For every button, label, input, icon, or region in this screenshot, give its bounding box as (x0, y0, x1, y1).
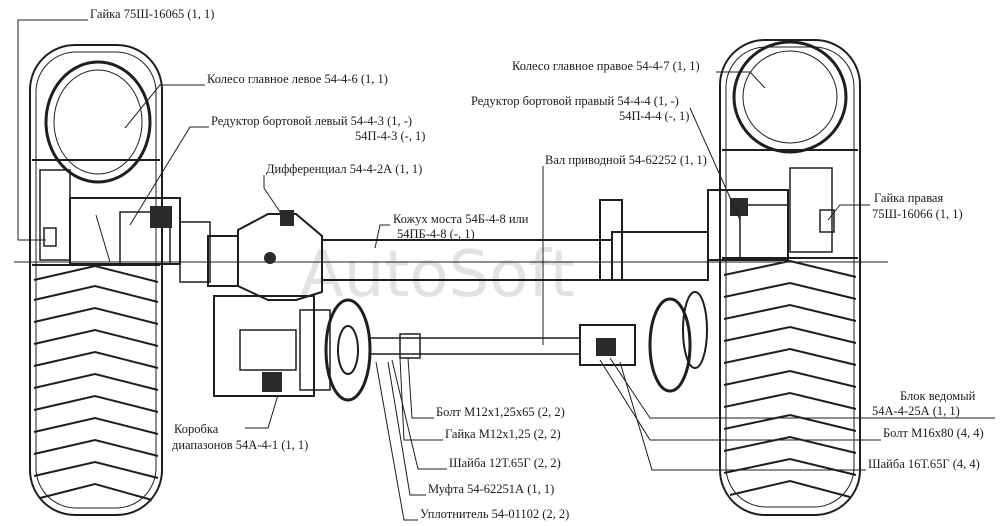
range-gearbox (213, 295, 331, 397)
label-reducer-right-alt: 54П-4-4 (-, 1) (619, 109, 689, 123)
label-shaft: Вал приводной 54-62252 (1, 1) (545, 153, 707, 167)
label-nut-m12: Гайка М12х1,25 (2, 2) (445, 427, 561, 441)
label-washer-12: Шайба 12Т.65Г (2, 2) (449, 456, 561, 470)
driven-block (579, 291, 708, 393)
right-axle-bracket (599, 199, 623, 281)
label-nut-right-alt: 75Ш-16066 (1, 1) (872, 207, 963, 221)
label-bolt-m16: Болт М16х80 (4, 4) (883, 426, 984, 440)
label-gearbox-alt: диапазонов 54А-4-1 (1, 1) (172, 438, 308, 452)
left-wheel (29, 44, 163, 516)
label-gearbox: Коробка (174, 422, 219, 436)
label-nut-left: Гайка 75Ш-16065 (1, 1) (90, 7, 214, 21)
label-coupling: Муфта 54-62251А (1, 1) (428, 482, 554, 496)
right-wheel (719, 39, 861, 516)
label-reducer-left: Редуктор бортовой левый 54-4-3 (1, -) (211, 114, 412, 128)
label-nut-right: Гайка правая (874, 191, 943, 205)
leader-lines (17, 19, 995, 521)
coupling-body (399, 333, 421, 359)
right-final-drive (707, 189, 789, 261)
label-housing: Кожух моста 54Б-4-8 или (393, 212, 529, 226)
label-reducer-right: Редуктор бортовой правый 54-4-4 (1, -) (471, 94, 679, 108)
label-housing-alt: 54ПБ-4-8 (-, 1) (397, 227, 475, 241)
label-differential: Дифференциал 54-4-2А (1, 1) (266, 162, 422, 176)
label-block: Блок ведомый (900, 389, 976, 403)
left-final-drive (69, 197, 211, 283)
label-washer-16: Шайба 16Т.65Г (4, 4) (868, 457, 980, 471)
drive-shaft (369, 337, 581, 355)
label-reducer-left-alt: 54П-4-3 (-, 1) (355, 129, 425, 143)
label-wheel-left: Колесо главное левое 54-4-6 (1, 1) (207, 72, 388, 86)
label-bolt-m12: Болт М12х1,25х65 (2, 2) (436, 405, 565, 419)
label-block-alt: 54А-4-25А (1, 1) (872, 404, 960, 418)
label-wheel-right: Колесо главное правое 54-4-7 (1, 1) (512, 59, 700, 73)
differential-housing (207, 210, 323, 301)
right-axle-flange (611, 231, 709, 281)
label-seal: Уплотнитель 54-01102 (2, 2) (420, 507, 569, 521)
drive-pulley (324, 298, 372, 402)
